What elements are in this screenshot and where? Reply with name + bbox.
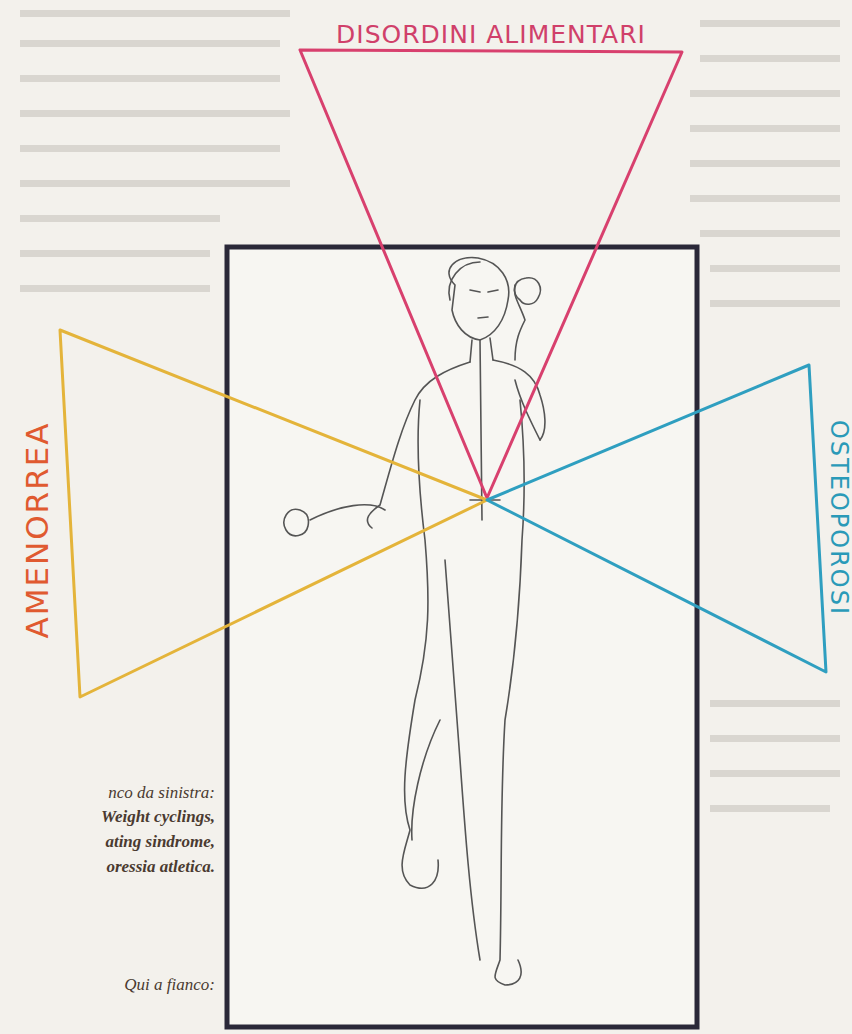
triangle-outline <box>298 18 684 500</box>
triangle-line <box>60 330 487 697</box>
athlete-sketch <box>284 258 545 985</box>
triangle-node: AMENORREA <box>15 325 490 703</box>
triangle-label: DISORDINI ALIMENTARI <box>336 22 646 47</box>
frame-rectangle <box>227 247 697 1027</box>
triangle-node: DISORDINI ALIMENTARI <box>298 18 684 500</box>
caption-fragment: ating sindrome, <box>105 832 215 852</box>
caption-fragment: Weight cyclings, <box>101 807 215 827</box>
triangle-node: OSTEOPOROSI <box>484 360 852 678</box>
caption-fragment: nco da sinistra: <box>108 783 215 803</box>
triangle-label: AMENORREA <box>22 421 53 638</box>
caption-fragment: oressia atletica. <box>106 857 215 877</box>
caption-fragment: Qui a fianco: <box>124 975 215 995</box>
triangle-line <box>300 50 682 498</box>
triangle-label: OSTEOPOROSI <box>827 420 851 616</box>
triangle-outline <box>484 360 852 678</box>
triangle-outline <box>15 325 490 703</box>
triangle-line <box>487 365 826 672</box>
